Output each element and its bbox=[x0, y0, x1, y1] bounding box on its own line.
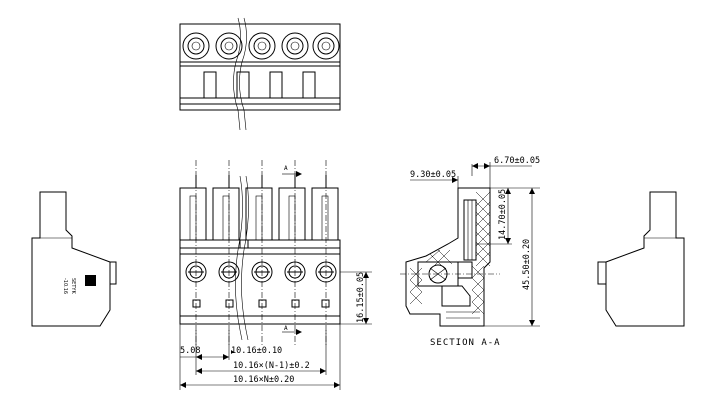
top-view-screw-3 bbox=[248, 32, 276, 60]
top-view-screw-4 bbox=[281, 32, 309, 60]
section-marker-bottom: A bbox=[284, 325, 288, 332]
top-view bbox=[179, 17, 341, 131]
dim-span: 10.16×(N-1)±0.2 bbox=[233, 361, 310, 371]
dim-pin-height: 16.15±0.05 bbox=[356, 272, 366, 323]
top-view-screw-5 bbox=[312, 32, 340, 60]
dim-total-length: 10.16×N±0.20 bbox=[233, 375, 294, 385]
dim-pitch-offset: 5.08 bbox=[180, 346, 200, 356]
dim-top-depth: 9.30±0.05 bbox=[410, 170, 456, 180]
dim-slot-height: 14.70±0.05 bbox=[498, 189, 508, 240]
section-marker-top: A bbox=[284, 165, 288, 172]
left-side-view: SETYK -10.16 bbox=[31, 191, 117, 327]
top-view-screw-1 bbox=[182, 32, 210, 60]
brand-line-2: -10.16 bbox=[62, 278, 68, 294]
brand-line-1: SETYK bbox=[70, 278, 76, 294]
dim-pitch: 10.16±0.10 bbox=[231, 346, 282, 356]
section-view: 9.30±0.05 6.70±0.05 14.70±0.05 45.50±0.2… bbox=[400, 156, 540, 348]
pin-columns bbox=[179, 187, 339, 241]
section-caption: SECTION A-A bbox=[430, 338, 501, 348]
top-view-screw-2 bbox=[215, 32, 243, 60]
section-hatching bbox=[409, 191, 491, 315]
dim-top-width: 6.70±0.05 bbox=[494, 156, 540, 166]
front-view: A A 16.15±0.05 5.08 10.16±0.10 10.16×(N-… bbox=[179, 160, 372, 390]
dim-total-height: 45.50±0.20 bbox=[522, 239, 532, 290]
right-side-view bbox=[597, 191, 685, 327]
polarity-mark-icon bbox=[85, 275, 96, 286]
